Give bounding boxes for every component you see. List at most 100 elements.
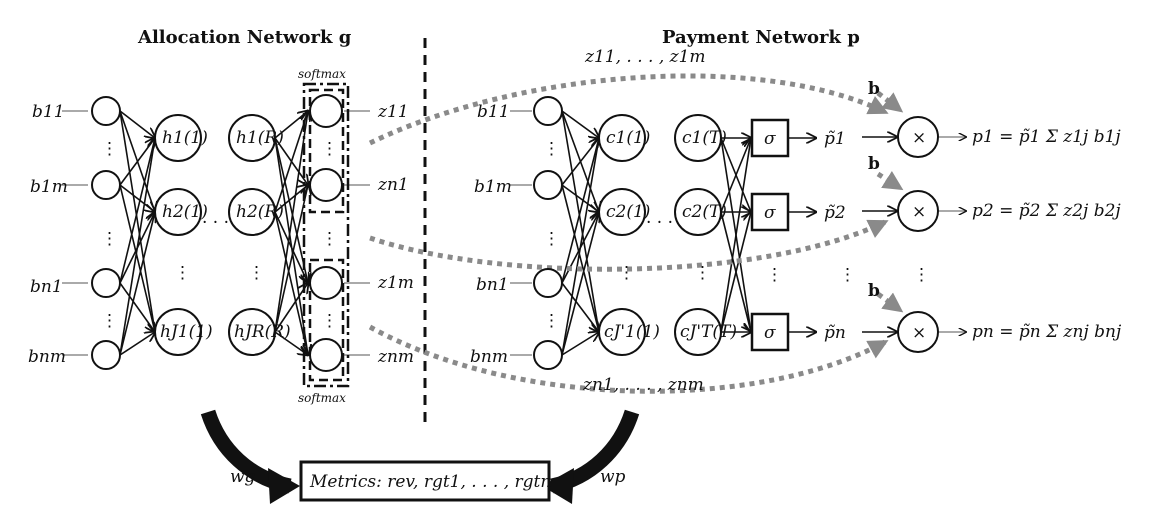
edge xyxy=(119,184,155,212)
multiply-label: × xyxy=(912,202,926,222)
z-bottom-label: zn1, . . . , znm xyxy=(582,375,704,395)
input-node xyxy=(91,268,121,298)
edge xyxy=(561,138,599,284)
metrics-box xyxy=(299,460,551,502)
edge xyxy=(561,184,599,332)
multiply-node xyxy=(897,116,939,158)
edge xyxy=(119,212,155,356)
sigma-box xyxy=(750,118,790,158)
edge xyxy=(274,111,308,333)
edge xyxy=(119,184,155,332)
softmax-outer-box xyxy=(302,82,350,388)
edge xyxy=(561,282,599,332)
edge xyxy=(119,282,155,332)
b-arrow-1 xyxy=(876,91,904,113)
metrics-text: Metrics: rev, rgt1, . . . , rgtn xyxy=(309,472,551,492)
softmax-bottom-label: softmax xyxy=(298,391,346,405)
input-node xyxy=(533,96,563,126)
hidden-node-alloc-last xyxy=(228,188,276,236)
sigma-box xyxy=(750,312,790,352)
edge xyxy=(119,110,155,332)
hidden-node-alloc-first xyxy=(154,114,202,162)
hidden-label: c1(1) xyxy=(606,128,650,148)
weight-label: wp xyxy=(600,467,626,487)
edge xyxy=(561,212,599,356)
multiply-label: × xyxy=(912,323,926,343)
output-node xyxy=(309,168,343,202)
b-label-1: b xyxy=(868,79,880,99)
input-node xyxy=(533,170,563,200)
hidden-label: hJR(R) xyxy=(234,322,291,342)
edge xyxy=(274,137,308,283)
ellipsis-v: ⋮ xyxy=(766,265,783,285)
softmax-top-label: softmax xyxy=(298,67,346,81)
z-top-label: z11, . . . , z1m xyxy=(584,47,706,67)
ellipsis-v: ⋮ xyxy=(694,263,711,283)
input-node xyxy=(533,268,563,298)
ellipsis-v: ⋮ xyxy=(618,263,635,283)
hidden-node-pay-first xyxy=(598,114,646,162)
p-tilde-label: p̃n xyxy=(824,323,846,343)
hidden-label: h2(1) xyxy=(162,202,208,222)
edge xyxy=(561,138,599,356)
edge xyxy=(720,138,751,213)
multiply-label: × xyxy=(912,128,926,148)
p-tilde-label: p̃2 xyxy=(824,203,846,223)
payment-formula: p2 = p̃2 Σ z2j b2j xyxy=(972,201,1121,221)
ellipsis-v: ⋮ xyxy=(174,263,191,283)
hidden-label: cJ'1(1) xyxy=(604,322,660,342)
edge xyxy=(274,185,308,333)
edge xyxy=(119,138,155,356)
hidden-node-alloc-last xyxy=(228,308,276,356)
input-node xyxy=(91,170,121,200)
bid-label: bnm xyxy=(28,347,66,367)
sigma-label: σ xyxy=(764,323,776,343)
softmax-box-1 xyxy=(308,88,345,214)
edge xyxy=(274,211,308,283)
bid-label: b1m xyxy=(474,177,512,197)
ellipsis-v: ⋮ xyxy=(321,139,338,159)
edge xyxy=(119,138,155,284)
softmax-box-2 xyxy=(308,258,345,382)
ellipsis-v: ⋮ xyxy=(913,265,930,285)
wg-arrowhead xyxy=(268,468,300,504)
wp-arrowhead xyxy=(542,468,574,504)
weight-label: wg xyxy=(230,467,256,487)
allocation-title: Allocation Network g xyxy=(137,27,352,48)
ellipsis-v: ⋮ xyxy=(321,229,338,249)
multiply-node xyxy=(897,190,939,232)
edge xyxy=(720,138,751,333)
ellipsis-v: ⋮ xyxy=(543,311,560,331)
edge xyxy=(561,110,599,332)
edge xyxy=(561,332,599,356)
edge xyxy=(274,331,308,355)
input-node xyxy=(91,340,121,370)
multiply-node xyxy=(897,311,939,353)
edge xyxy=(119,110,155,138)
payment-formula: pn = p̃n Σ znj bnj xyxy=(972,322,1122,342)
input-node xyxy=(533,340,563,370)
bid-label: b1m xyxy=(30,177,68,197)
hidden-node-alloc-last xyxy=(228,114,276,162)
hidden-label: c2(T) xyxy=(682,202,727,222)
b-label-3: b xyxy=(868,281,880,301)
sigma-box xyxy=(750,192,790,232)
output-label: z1m xyxy=(377,273,414,293)
output-label: znm xyxy=(377,347,414,367)
b-arrow-2 xyxy=(876,170,904,191)
edge xyxy=(720,212,751,333)
bid-label: b11 xyxy=(477,102,510,122)
payment-formula: p1 = p̃1 Σ z1j b1j xyxy=(972,127,1121,147)
bid-label: bn1 xyxy=(476,275,509,295)
p-tilde-label: p̃1 xyxy=(824,129,846,149)
hidden-node-pay-last xyxy=(674,114,722,162)
edge xyxy=(561,184,599,212)
output-label: zn1 xyxy=(377,175,409,195)
output-label: z11 xyxy=(377,102,409,122)
edges-layer xyxy=(62,111,966,355)
edge xyxy=(274,211,308,355)
hidden-node-pay-first xyxy=(598,308,646,356)
edge xyxy=(274,283,308,333)
hidden-label: h1(R) xyxy=(236,128,284,148)
